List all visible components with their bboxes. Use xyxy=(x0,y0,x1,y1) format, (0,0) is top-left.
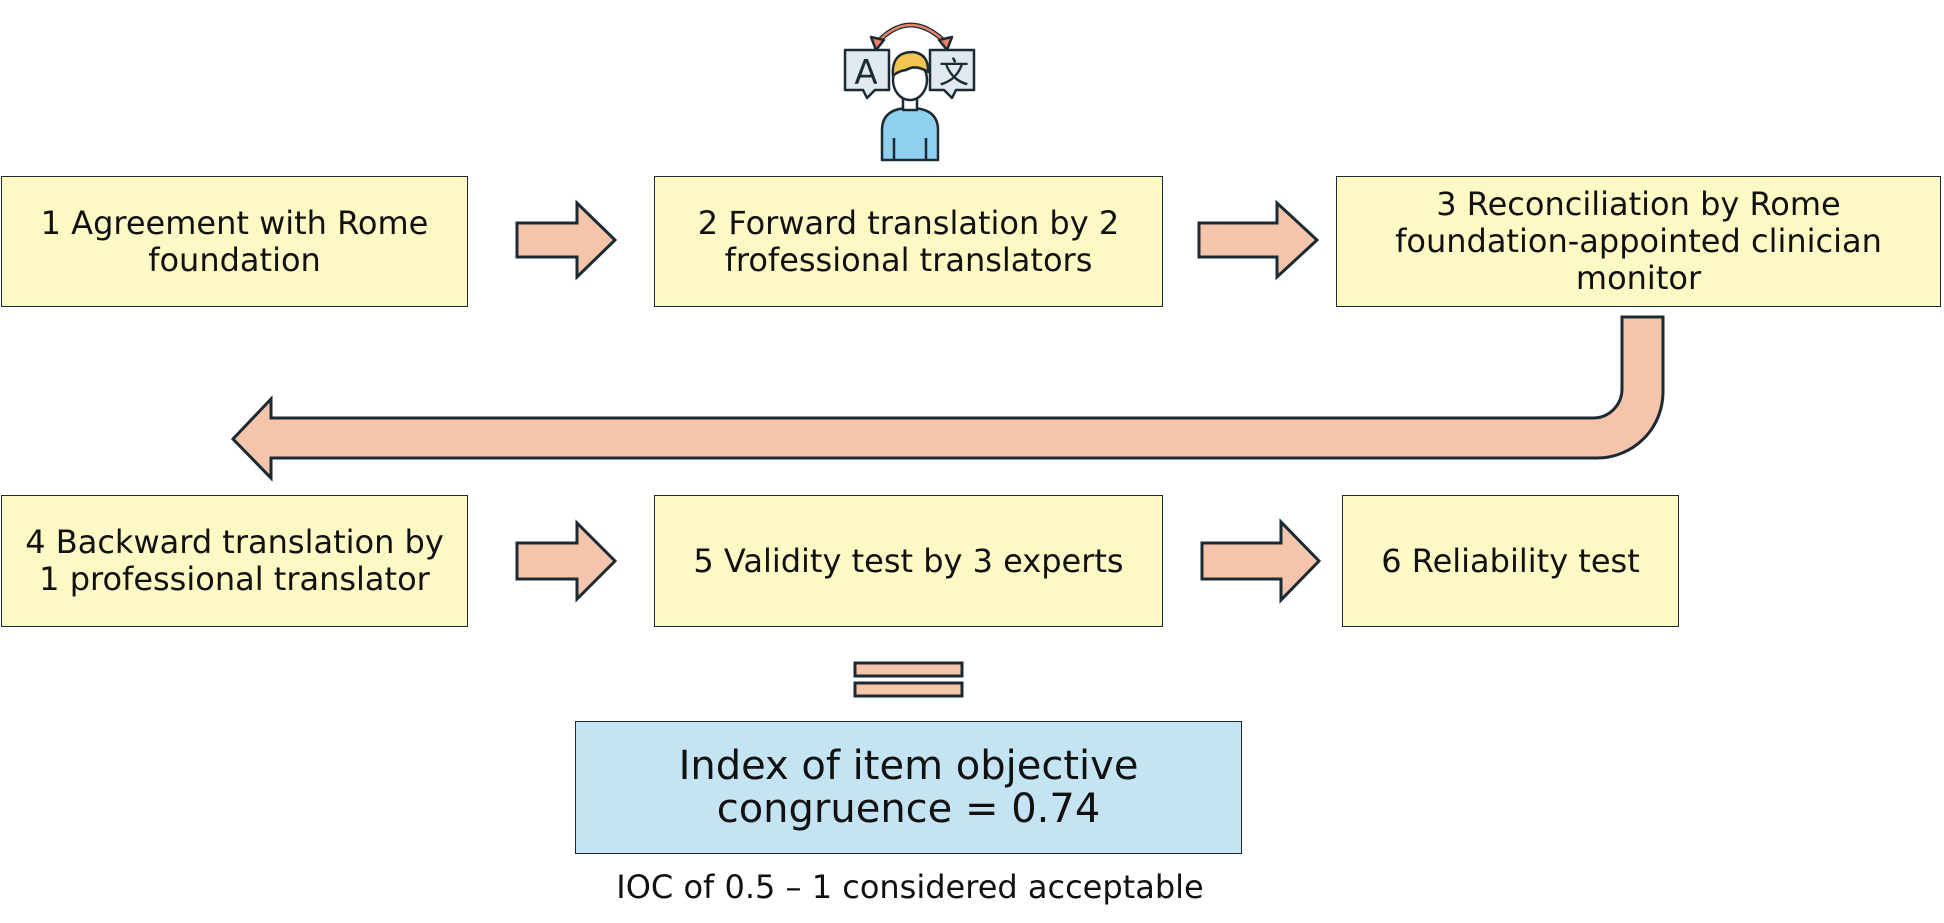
svg-text:文: 文 xyxy=(939,56,969,91)
ioc-result-box: Index of item objective congruence = 0.7… xyxy=(575,721,1242,854)
return-arrow-3-to-4 xyxy=(230,315,1665,482)
arrow-2-to-3 xyxy=(1197,199,1320,281)
step-3-box: 3 Reconciliation by Rome foundation-appo… xyxy=(1336,176,1941,307)
step-2-label: 2 Forward translation by 2 frofessional … xyxy=(697,203,1120,279)
equals-sign xyxy=(853,661,964,698)
arrow-1-to-2 xyxy=(515,199,618,281)
step-1-label: 1 Agreement with Rome foundation xyxy=(40,203,429,279)
translator-icon: A 文 xyxy=(833,22,987,178)
arrow-5-to-6 xyxy=(1200,518,1322,604)
step-5-label: 5 Validity test by 3 experts xyxy=(693,541,1124,580)
svg-text:A: A xyxy=(854,53,877,93)
step-6-box: 6 Reliability test xyxy=(1342,495,1679,627)
ioc-result-label: Index of item objective congruence = 0.7… xyxy=(678,742,1139,832)
step-4-label: 4 Backward translation by 1 professional… xyxy=(25,523,444,598)
step-3-label: 3 Reconciliation by Rome foundation-appo… xyxy=(1395,185,1882,297)
ioc-note: IOC of 0.5 – 1 considered acceptable xyxy=(616,868,1204,906)
step-1-box: 1 Agreement with Rome foundation xyxy=(1,176,468,307)
step-5-box: 5 Validity test by 3 experts xyxy=(654,495,1163,627)
arrow-4-to-5 xyxy=(515,519,618,603)
step-6-label: 6 Reliability test xyxy=(1381,541,1640,580)
step-2-box: 2 Forward translation by 2 frofessional … xyxy=(654,176,1163,307)
step-4-box: 4 Backward translation by 1 professional… xyxy=(1,495,468,627)
